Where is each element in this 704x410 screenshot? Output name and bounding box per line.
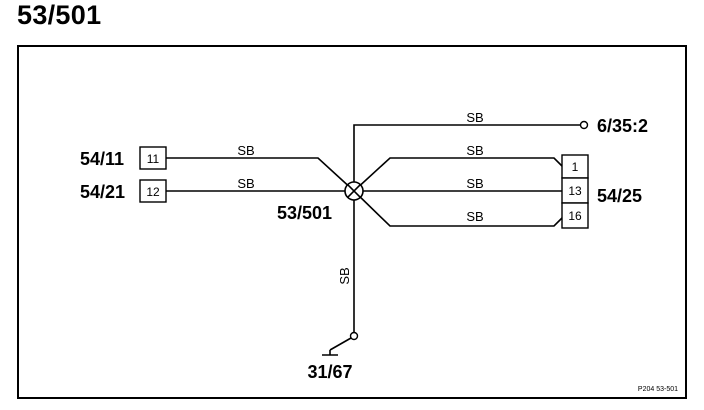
wire-label-down: SB — [337, 267, 352, 284]
terminal-6-35-2 — [579, 120, 589, 130]
wire-label-left-top: SB — [237, 143, 254, 158]
pin-11: 11 — [147, 152, 160, 166]
wire-left-top — [166, 157, 355, 192]
label-6-35-2: 6/35:2 — [597, 116, 648, 136]
label-54-21: 54/21 — [80, 182, 125, 202]
reference-code: P204 53-501 — [638, 386, 678, 393]
wire-top — [353, 124, 580, 191]
ground-terminal — [349, 331, 359, 341]
ground-symbol — [322, 337, 352, 356]
splice-cross — [347, 184, 361, 198]
label-54-11: 54/11 — [80, 149, 124, 169]
wire-label-left-bottom: SB — [237, 176, 254, 191]
label-54-25: 54/25 — [597, 186, 642, 206]
wire-right-1 — [353, 157, 563, 192]
pin-1: 1 — [572, 160, 579, 174]
pin-box-16 — [561, 202, 589, 229]
label-splice-53-501: 53/501 — [277, 203, 332, 223]
page-title: 53/501 — [17, 0, 102, 30]
wire-label-right-13: SB — [466, 176, 483, 191]
wire-label-right-1: SB — [466, 143, 483, 158]
pin-12: 12 — [146, 185, 160, 199]
label-31-67: 31/67 — [307, 362, 352, 382]
pin-16: 16 — [568, 209, 582, 223]
wire-label-top: SB — [466, 110, 483, 125]
wire-label-right-16: SB — [466, 209, 483, 224]
pin-13: 13 — [568, 184, 582, 198]
wire-right-16 — [353, 190, 563, 227]
diagram-frame — [17, 45, 687, 399]
